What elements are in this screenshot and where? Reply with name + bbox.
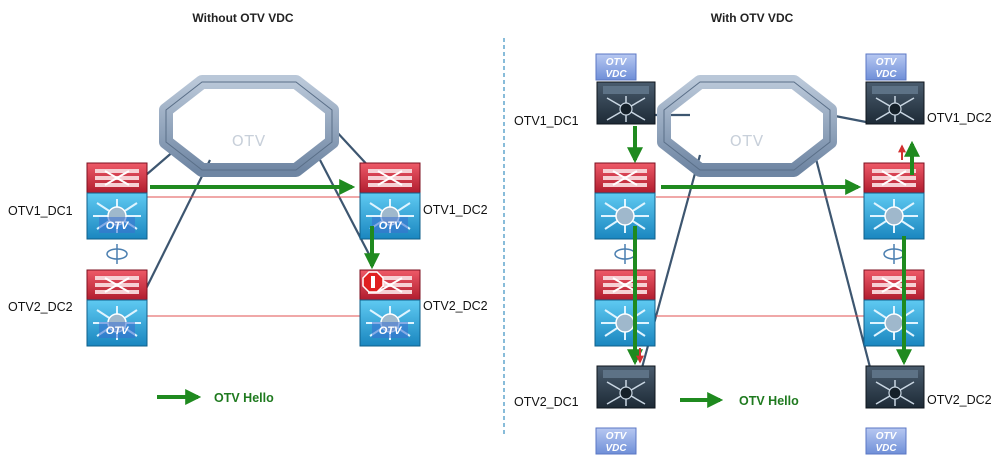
right-agg2-dc2-device xyxy=(863,269,925,347)
right-label-otv2-dc1: OTV2_DC1 xyxy=(514,395,579,409)
left-label-otv1-dc1: OTV1_DC1 xyxy=(8,204,73,218)
switch-icon xyxy=(863,192,925,240)
vdc-switch-icon xyxy=(596,81,656,125)
router-icon xyxy=(86,162,148,194)
vdc-chip-line1: OTV xyxy=(876,431,898,442)
left-otv2-dc2-chip: OTV xyxy=(106,325,130,337)
left-label-otv2-dc2-right: OTV2_DC2 xyxy=(423,299,488,313)
left-otv2-dc2-device: OTV xyxy=(86,269,148,347)
right-vdc-chip-top-left: OTV VDC xyxy=(595,53,637,81)
right-panel-title: With OTV VDC xyxy=(711,11,794,25)
vdc-chip-line1: OTV xyxy=(606,431,628,442)
right-otv-ring: OTV OTV xyxy=(657,75,837,177)
left-ring-label: OTV xyxy=(230,113,268,133)
router-icon xyxy=(594,162,656,194)
left-label-otv2-dc2: OTV2_DC2 xyxy=(8,300,73,314)
vdc-chip-line2: VDC xyxy=(605,69,627,80)
right-label-otv1-dc1: OTV1_DC1 xyxy=(514,114,579,128)
left-otv2-dc2-right-chip: OTV xyxy=(379,325,403,337)
left-otv2-dc2-right-device: OTV xyxy=(359,269,421,347)
right-legend-label: OTV Hello xyxy=(739,394,799,408)
right-vdc-chip-top-right: OTV VDC xyxy=(865,53,907,81)
right-otv1-dc2-vdc-device xyxy=(865,81,925,125)
router-icon xyxy=(86,269,148,301)
router-icon xyxy=(863,269,925,301)
vdc-chip-line2: VDC xyxy=(875,69,897,80)
left-otv1-dc1-device: OTV xyxy=(86,162,148,240)
right-vdc-chip-bottom-left: OTV VDC xyxy=(595,427,637,455)
left-ring-label-ghost: OTV xyxy=(232,132,266,150)
left-otv1-dc2-device: OTV xyxy=(359,162,421,240)
vdc-switch-icon xyxy=(865,81,925,125)
vdc-chip-line2: VDC xyxy=(875,443,897,454)
switch-icon xyxy=(863,299,925,347)
right-otv1-dc1-vdc-device xyxy=(596,81,656,125)
right-panel: With OTV VDC OTV OTV OTV VDC xyxy=(514,11,992,455)
right-agg1-dc2-device xyxy=(863,162,925,240)
right-otv2-dc2-vdc-device xyxy=(865,365,925,409)
right-label-otv2-dc2: OTV2_DC2 xyxy=(927,393,992,407)
right-ring-label: OTV xyxy=(728,113,766,133)
vdc-switch-icon xyxy=(865,365,925,409)
left-otv1-dc2-chip: OTV xyxy=(379,220,403,232)
switch-icon xyxy=(594,299,656,347)
router-icon xyxy=(594,269,656,301)
right-label-otv1-dc2: OTV1_DC2 xyxy=(927,111,992,125)
vdc-switch-icon xyxy=(596,365,656,409)
left-otv1-dc1-chip: OTV xyxy=(106,220,130,232)
right-agg1-dc1-device xyxy=(594,162,656,240)
vdc-chip-line1: OTV xyxy=(876,57,898,68)
left-panel: Without OTV VDC OTV OTV OTV xyxy=(8,11,488,405)
switch-icon xyxy=(594,192,656,240)
vdc-chip-line2: VDC xyxy=(605,443,627,454)
stop-icon xyxy=(362,271,384,293)
left-legend-label: OTV Hello xyxy=(214,391,274,405)
vdc-chip-line1: OTV xyxy=(606,57,628,68)
right-agg2-dc1-device xyxy=(594,269,656,347)
right-vdc-chip-bottom-right: OTV VDC xyxy=(865,427,907,455)
left-panel-title: Without OTV VDC xyxy=(192,11,294,25)
right-ring-label-ghost: OTV xyxy=(730,132,764,150)
right-otv2-dc1-vdc-device xyxy=(596,365,656,409)
router-icon xyxy=(359,162,421,194)
router-icon xyxy=(863,162,925,194)
left-uplinks xyxy=(117,129,373,346)
left-otv-ring: OTV OTV xyxy=(159,75,339,177)
left-label-otv1-dc2: OTV1_DC2 xyxy=(423,203,488,217)
